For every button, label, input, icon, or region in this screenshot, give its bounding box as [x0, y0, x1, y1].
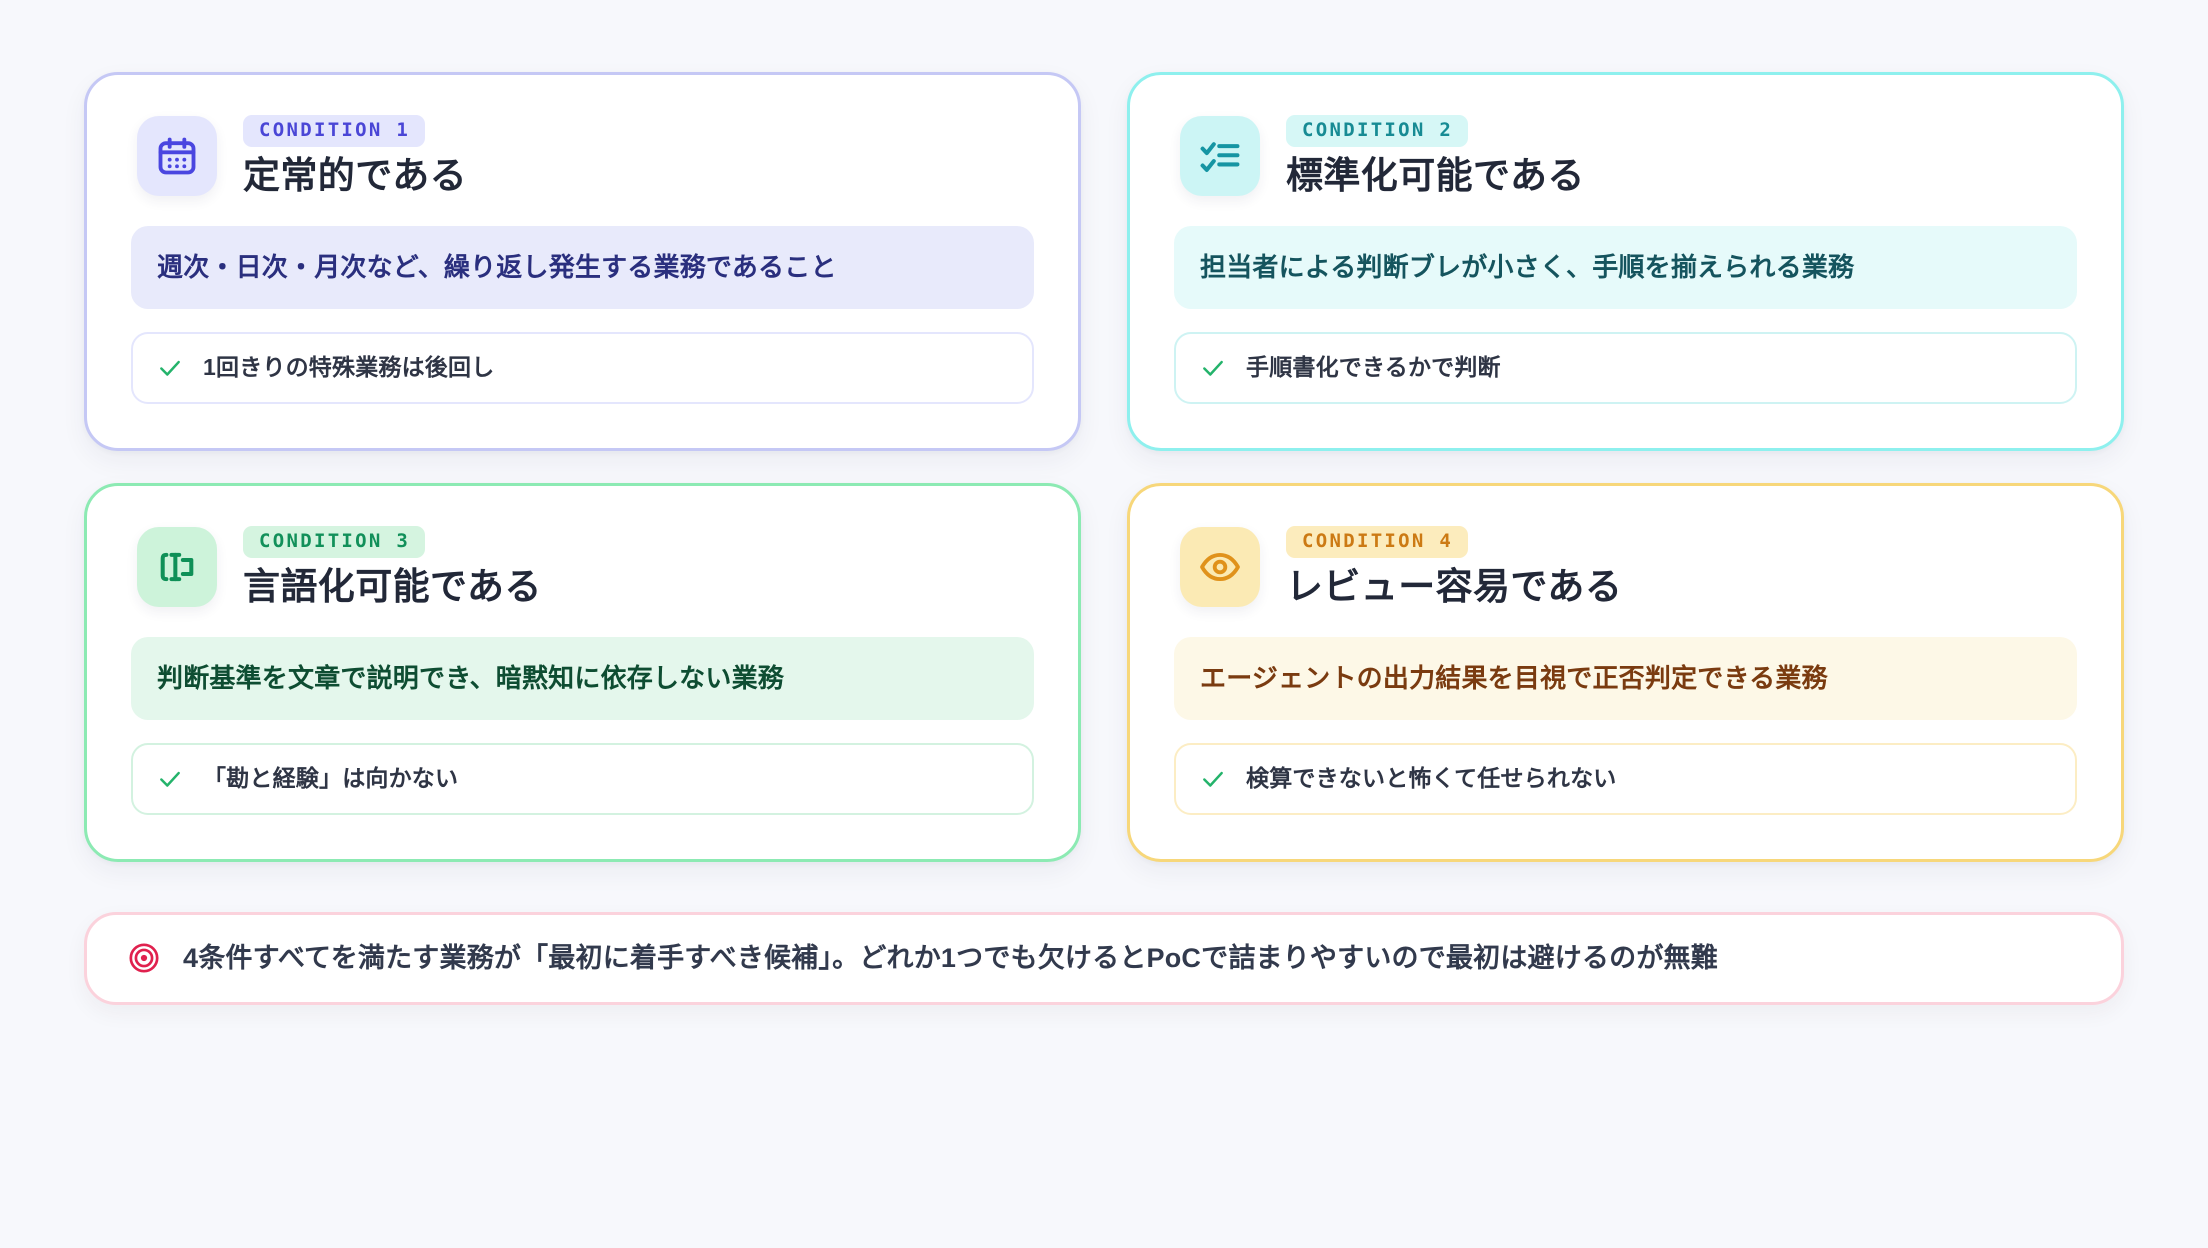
- condition-card-2[interactable]: CONDITION 2 標準化可能である 担当者による判断ブレが小さく、手順を揃…: [1127, 72, 2124, 451]
- card-header-text: CONDITION 4 レビュー容易である: [1286, 525, 1623, 609]
- card-note: 手順書化できるかで判断: [1174, 332, 2077, 404]
- condition-card-1[interactable]: CONDITION 1 定常的である 週次・日次・月次など、繰り返し発生する業務…: [84, 72, 1081, 451]
- card-title: 言語化可能である: [243, 565, 542, 607]
- conditions-grid: CONDITION 1 定常的である 週次・日次・月次など、繰り返し発生する業務…: [84, 72, 2124, 862]
- card-header-text: CONDITION 2 標準化可能である: [1286, 115, 1585, 198]
- condition-badge: CONDITION 2: [1286, 115, 1469, 147]
- card-description: エージェントの出力結果を目視で正否判定できる業務: [1174, 636, 2077, 721]
- card-description: 週次・日次・月次など、繰り返し発生する業務であること: [131, 225, 1034, 310]
- card-note: 「勘と経験」は向かない: [131, 743, 1034, 815]
- check-icon: [157, 766, 183, 792]
- eye-icon: [1180, 527, 1260, 608]
- card-description: 判断基準を文章で説明でき、暗黙知に依存しない業務: [131, 636, 1034, 721]
- card-note-label: 「勘と経験」は向かない: [203, 765, 459, 792]
- condition-card-3[interactable]: CONDITION 3 言語化可能である 判断基準を文章で説明でき、暗黙知に依存…: [84, 482, 1081, 862]
- condition-badge: CONDITION 1: [243, 115, 426, 147]
- card-header-text: CONDITION 3 言語化可能である: [243, 525, 542, 609]
- check-icon: [1200, 766, 1226, 792]
- text-cursor-icon: [137, 527, 217, 608]
- condition-badge: CONDITION 4: [1286, 525, 1469, 558]
- card-header: CONDITION 1 定常的である: [131, 115, 1034, 198]
- card-note: 検算できないと怖くて任せられない: [1174, 743, 2077, 815]
- target-icon: [127, 941, 161, 975]
- checklist-icon: [1180, 116, 1260, 197]
- card-header: CONDITION 3 言語化可能である: [131, 525, 1034, 609]
- card-header: CONDITION 4 レビュー容易である: [1174, 525, 2077, 609]
- calendar-icon: [137, 116, 217, 197]
- card-title: レビュー容易である: [1286, 565, 1623, 607]
- condition-card-4[interactable]: CONDITION 4 レビュー容易である エージェントの出力結果を目視で正否判…: [1127, 482, 2124, 862]
- check-icon: [1200, 355, 1226, 381]
- check-icon: [157, 355, 183, 381]
- summary-banner: 4条件すべてを満たす業務が「最初に着手すべき候補」。どれか1つでも欠けるとPoC…: [84, 911, 2124, 1005]
- card-title: 定常的である: [243, 154, 468, 196]
- card-header: CONDITION 2 標準化可能である: [1174, 115, 2077, 198]
- card-note-label: 手順書化できるかで判断: [1246, 354, 1501, 381]
- card-description: 担当者による判断ブレが小さく、手順を揃えられる業務: [1174, 225, 2077, 310]
- card-header-text: CONDITION 1 定常的である: [243, 115, 467, 198]
- card-note-label: 検算できないと怖くて任せられない: [1246, 765, 1617, 792]
- summary-text: 4条件すべてを満たす業務が「最初に着手すべき候補」。どれか1つでも欠けるとPoC…: [183, 942, 1718, 973]
- card-title: 標準化可能である: [1286, 154, 1585, 196]
- condition-badge: CONDITION 3: [243, 525, 426, 558]
- card-note: 1回きりの特殊業務は後回し: [131, 332, 1034, 404]
- card-note-label: 1回きりの特殊業務は後回し: [203, 354, 495, 381]
